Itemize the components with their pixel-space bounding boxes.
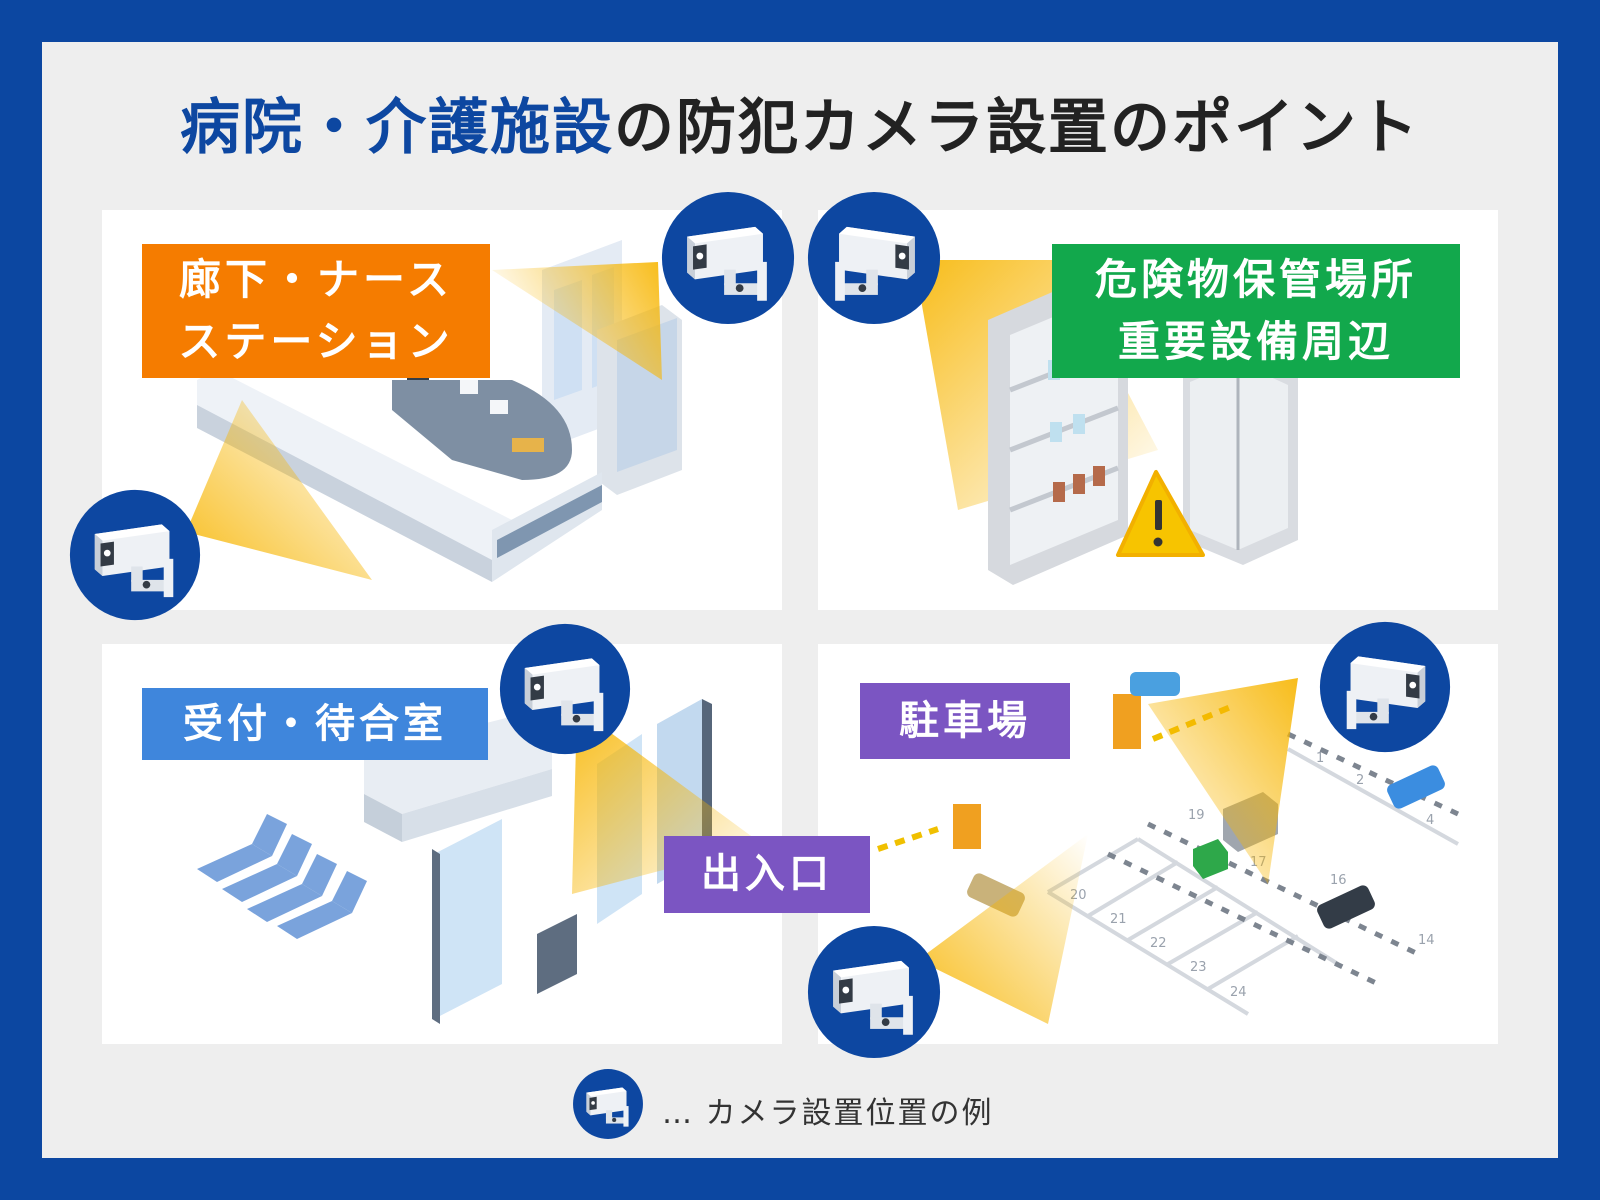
label-entrance: 出入口 xyxy=(664,836,870,913)
desk xyxy=(392,380,572,480)
parking-number: 14 xyxy=(1418,933,1435,948)
bottle xyxy=(1050,422,1062,442)
pillar xyxy=(432,849,440,1024)
security-camera-icon xyxy=(1318,620,1452,754)
parking-number: 23 xyxy=(1190,960,1207,975)
parking-number: 22 xyxy=(1150,936,1167,951)
counter-top xyxy=(197,370,512,565)
parking-dividers xyxy=(1106,731,1460,987)
legend-text: … カメラ設置位置の例 xyxy=(662,1096,994,1131)
shelf-board xyxy=(1009,405,1119,453)
waiting-chairs xyxy=(197,814,367,939)
bottle xyxy=(1093,466,1105,486)
label-hazardous-storage: 危険物保管場所 重要設備周辺 xyxy=(1052,244,1460,378)
car xyxy=(1317,885,1375,929)
parking-number: 21 xyxy=(1110,912,1127,927)
security-camera-icon xyxy=(660,190,796,326)
car xyxy=(1387,765,1445,809)
storage-illustration xyxy=(914,260,1298,585)
title-rest: の防犯カメラ設置のポイント xyxy=(614,93,1420,163)
light-cone xyxy=(1148,678,1298,884)
page-title: 病院・介護施設の防犯カメラ設置のポイント xyxy=(0,88,1600,168)
light-cone xyxy=(918,834,1088,1024)
parking-number: 4 xyxy=(1426,813,1434,828)
warning-icon xyxy=(1116,470,1205,557)
reception-desk-front xyxy=(364,794,402,842)
label-reception-waiting: 受付・待合室 xyxy=(142,688,488,760)
label-line: 廊下・ナース xyxy=(179,255,453,304)
parking-number: 24 xyxy=(1230,985,1247,1000)
ticket-machine xyxy=(953,804,981,849)
bottle xyxy=(1053,482,1065,502)
parking-number: 19 xyxy=(1188,808,1205,823)
bottle xyxy=(1073,474,1085,494)
security-camera-icon xyxy=(498,622,632,756)
label-line: 危険物保管場所 xyxy=(1094,255,1417,304)
counter-stripe xyxy=(497,485,602,558)
glass-wall xyxy=(434,819,502,1019)
document xyxy=(460,380,478,394)
label-line: ステーション xyxy=(178,317,454,366)
corridor-illustration xyxy=(186,240,682,582)
label-corridor-nurse-station: 廊下・ナース ステーション xyxy=(142,244,490,378)
light-cone xyxy=(492,262,662,380)
title-highlight: 病院・介護施設 xyxy=(180,93,614,163)
bottle xyxy=(1073,414,1085,434)
wall xyxy=(537,914,577,994)
light-cone xyxy=(186,400,372,580)
security-camera-icon xyxy=(806,924,942,1060)
files xyxy=(512,438,544,452)
parking-number: 16 xyxy=(1330,873,1347,888)
security-camera-icon xyxy=(68,488,202,622)
label-line: 重要設備周辺 xyxy=(1117,317,1394,366)
gate-bar xyxy=(877,826,939,852)
security-camera-icon xyxy=(572,1068,644,1140)
car xyxy=(1130,672,1180,696)
reception-desk xyxy=(364,714,552,814)
parking-number: 2 xyxy=(1356,773,1364,788)
reception-desk-side xyxy=(402,769,552,842)
gate-machine xyxy=(1113,694,1141,749)
parking-number: 1 xyxy=(1316,751,1324,766)
document xyxy=(490,400,508,414)
parking-illustration: 20 21 22 23 24 19 17 16 14 1 2 4 xyxy=(877,672,1460,1024)
security-camera-icon xyxy=(806,190,942,326)
label-parking: 駐車場 xyxy=(860,683,1070,759)
